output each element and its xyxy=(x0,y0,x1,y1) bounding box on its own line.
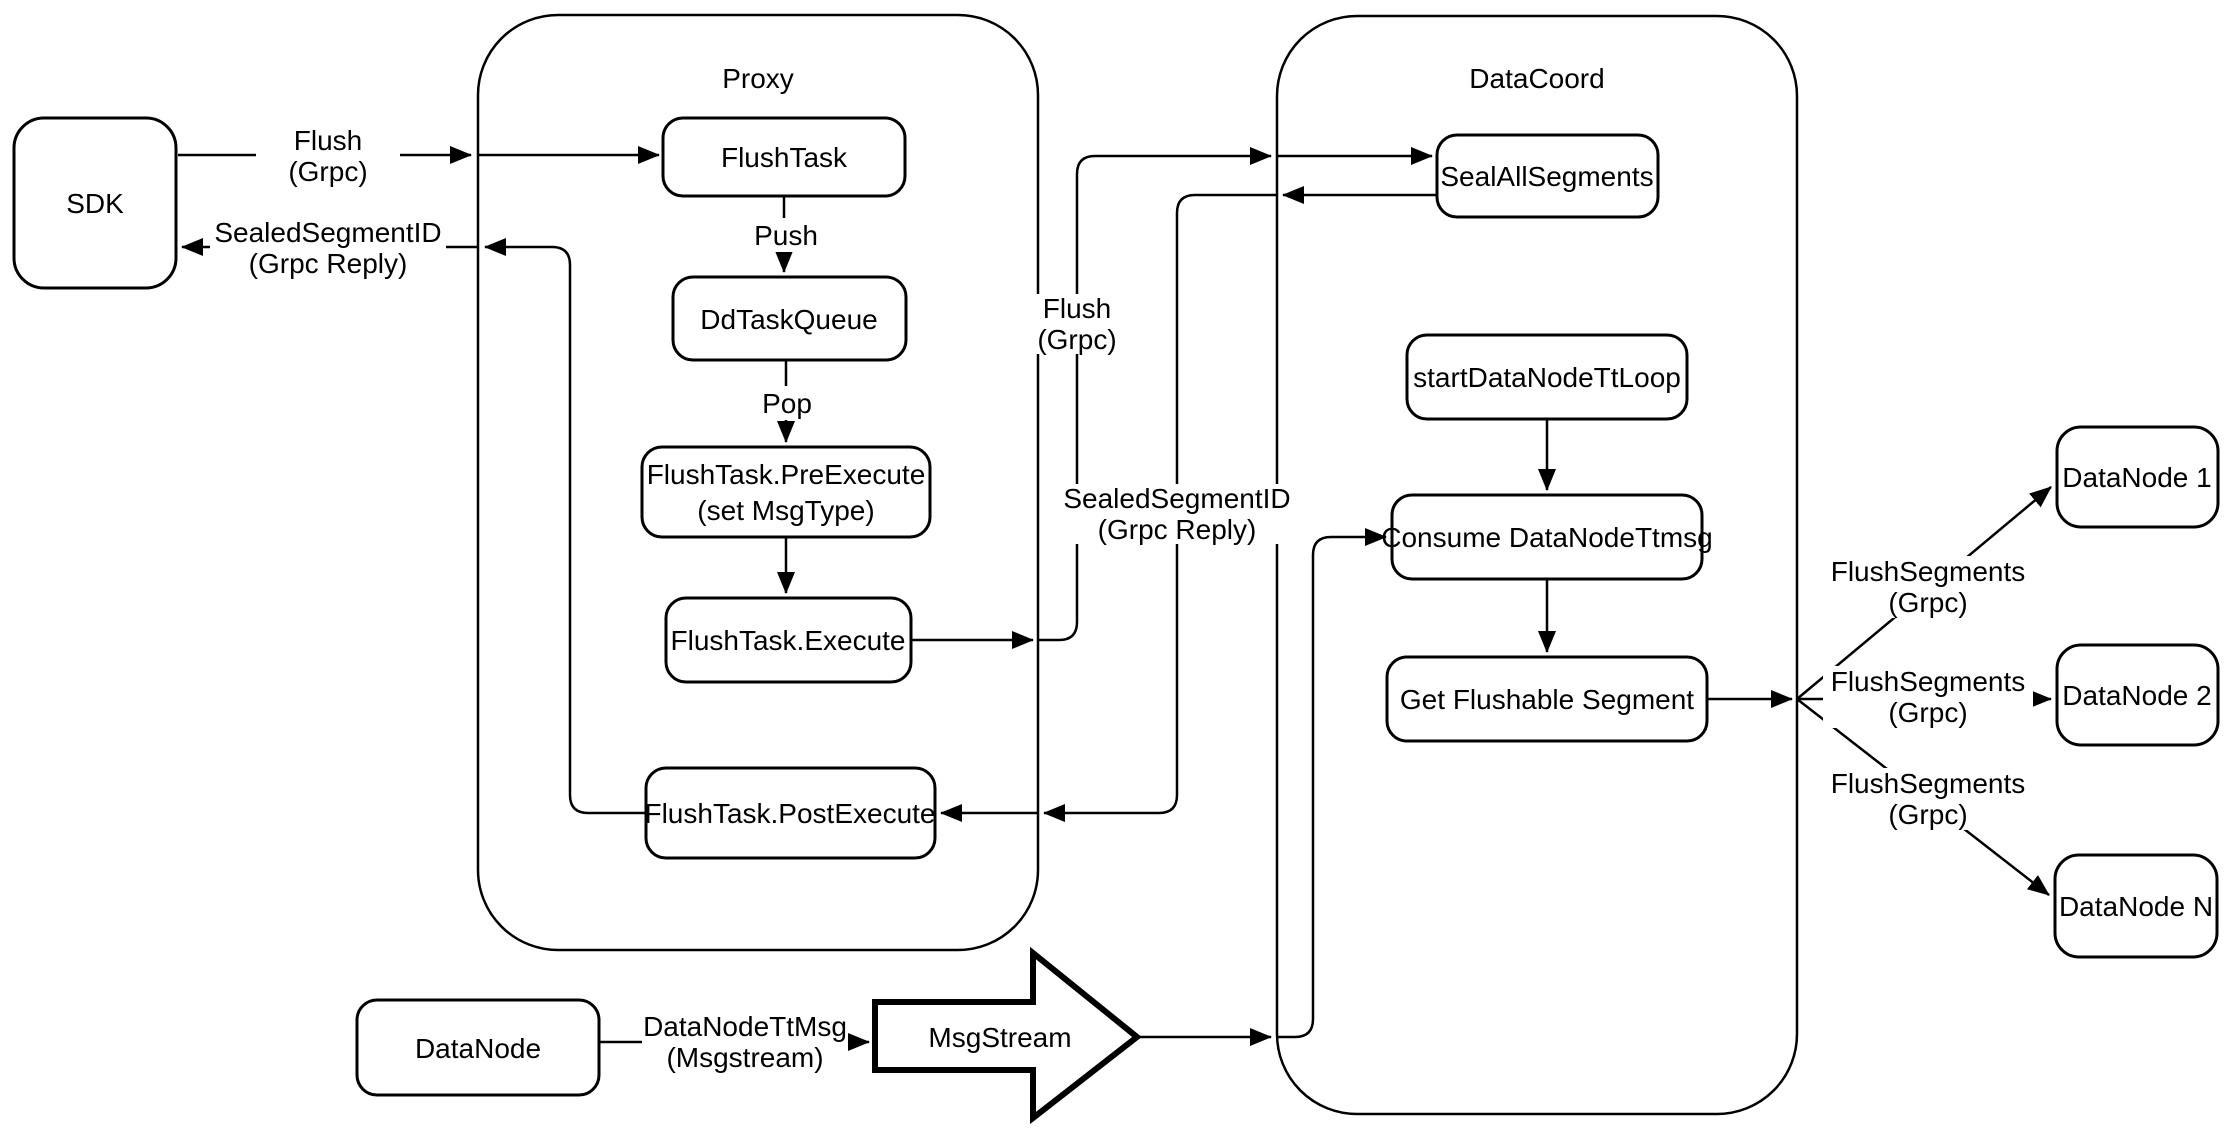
edge-label-line: Push xyxy=(754,220,818,251)
node-label: MsgStream xyxy=(928,1022,1071,1053)
node-label: FlushTask.PostExecute xyxy=(644,798,935,829)
node-label: SealAllSegments xyxy=(1440,161,1653,192)
edge-label-line: FlushSegments xyxy=(1831,768,2026,799)
node-label: (set MsgType) xyxy=(697,495,874,526)
edge-label-flush-grpc-sdk: Flush (Grpc) xyxy=(256,125,400,187)
edge-label-line: (Grpc) xyxy=(1888,697,1967,728)
block-arrow-icon xyxy=(872,946,1142,1125)
node-datanode: DataNode xyxy=(355,998,601,1097)
node-consume-datanodettmsg: Consume DataNodeTtmsg xyxy=(1381,493,1713,581)
node-label: Get Flushable Segment xyxy=(1400,684,1694,715)
proxy-title: Proxy xyxy=(722,63,794,94)
label-background xyxy=(256,126,400,186)
proxy-boundary xyxy=(476,13,1040,952)
label-background xyxy=(1823,556,2033,618)
node-box xyxy=(2053,853,2219,959)
node-label: Consume DataNodeTtmsg xyxy=(1381,522,1712,553)
node-label: DataNode 2 xyxy=(2062,680,2211,711)
edge-label-line: (Msgstream) xyxy=(666,1042,823,1073)
node-box xyxy=(664,596,913,684)
edge-msgstream-to-consume xyxy=(1140,528,1387,1046)
container-proxy: Proxy xyxy=(476,13,1040,952)
edge-label-line: (Grpc) xyxy=(1888,799,1967,830)
node-box xyxy=(2055,425,2220,529)
node-label: FlushTask.PreExecute xyxy=(647,459,926,490)
edge-label-line: Pop xyxy=(762,388,812,419)
node-datanode-2: DataNode 2 xyxy=(2055,643,2220,747)
node-box xyxy=(1390,493,1704,581)
node-box xyxy=(355,998,601,1097)
edge-label-datanodettmsg: DataNodeTtMsg (Msgstream) xyxy=(642,1011,848,1073)
node-get-flushable-segment: Get Flushable Segment xyxy=(1385,655,1709,743)
node-label: FlushTask xyxy=(721,142,848,173)
node-box xyxy=(1385,655,1709,743)
node-box xyxy=(640,445,932,539)
node-box xyxy=(1405,333,1689,421)
edge-label-line: (Grpc Reply) xyxy=(1098,514,1257,545)
node-sealallsegments: SealAllSegments xyxy=(1435,133,1660,219)
node-label: startDataNodeTtLoop xyxy=(1413,362,1681,393)
label-background xyxy=(1059,484,1295,544)
edge-label-push: Push xyxy=(746,218,824,252)
label-background xyxy=(1823,768,2033,830)
node-box xyxy=(671,275,908,362)
node-datanode-n: DataNode N xyxy=(2053,853,2219,959)
edge-label-line: (Grpc) xyxy=(1037,324,1116,355)
edge-line xyxy=(1038,147,1272,642)
node-box xyxy=(2055,643,2220,747)
node-startdatanodettloop: startDataNodeTtLoop xyxy=(1405,333,1689,421)
edge-label-pop: Pop xyxy=(752,386,822,420)
edge-label-line: DataNodeTtMsg xyxy=(643,1011,847,1042)
node-box xyxy=(1435,133,1660,219)
edge-label-line: FlushSegments xyxy=(1831,666,2026,697)
label-background xyxy=(210,218,446,278)
edge-label-line: (Grpc) xyxy=(288,156,367,187)
node-msgstream: MsgStream xyxy=(872,946,1142,1125)
edge-label-flushsegments-1: FlushSegments (Grpc) xyxy=(1823,556,2033,618)
node-flushtask-postexecute: FlushTask.PostExecute xyxy=(644,766,937,860)
node-box xyxy=(644,766,937,860)
label-background xyxy=(746,218,824,252)
edge-line xyxy=(484,238,646,815)
node-box xyxy=(12,116,178,290)
container-datacoord: DataCoord xyxy=(1275,14,1799,1116)
edge-label-line: (Grpc) xyxy=(1888,587,1967,618)
node-datanode-1: DataNode 1 xyxy=(2055,425,2220,529)
node-box xyxy=(661,116,907,198)
edge-execute-to-sealallsegments xyxy=(911,147,1433,649)
node-flushtask-execute: FlushTask.Execute xyxy=(664,596,913,684)
node-label: SDK xyxy=(66,188,124,219)
edge-label-line: Flush xyxy=(1043,293,1111,324)
node-label: FlushTask.Execute xyxy=(671,625,906,656)
edge-postexecute-to-sdk-reply xyxy=(181,238,646,815)
edge-label-line: SealedSegmentID xyxy=(1063,483,1290,514)
edge-label-sealedsegmentid-sdk: SealedSegmentID (Grpc Reply) xyxy=(210,217,446,279)
datacoord-boundary xyxy=(1275,14,1799,1116)
node-label: DataNode 1 xyxy=(2062,462,2211,493)
edge-label-flushsegments-3: FlushSegments (Grpc) xyxy=(1823,768,2033,830)
edge-label-line: Flush xyxy=(294,125,362,156)
node-ddtaskqueue: DdTaskQueue xyxy=(671,275,908,362)
edge-label-line: FlushSegments xyxy=(1831,556,2026,587)
node-sdk: SDK xyxy=(12,116,178,290)
edge-label-sealedsegmentid-datacoord: SealedSegmentID (Grpc Reply) xyxy=(1059,483,1295,545)
edge-label-line: SealedSegmentID xyxy=(214,217,441,248)
label-background xyxy=(1005,294,1149,354)
label-background xyxy=(1823,666,2033,728)
edge-label-flushsegments-2: FlushSegments (Grpc) xyxy=(1823,666,2033,728)
label-background xyxy=(752,386,822,420)
edge-label-flush-grpc-datacoord: Flush (Grpc) xyxy=(1005,293,1149,355)
node-flushtask: FlushTask xyxy=(661,116,907,198)
node-flushtask-preexecute: FlushTask.PreExecute (set MsgType) xyxy=(640,445,932,539)
node-label: DataNode xyxy=(415,1033,541,1064)
edge-label-line: (Grpc Reply) xyxy=(249,248,408,279)
node-label: DataNode N xyxy=(2059,891,2213,922)
edge-line xyxy=(1277,528,1387,1039)
label-background xyxy=(642,1012,848,1072)
datacoord-title: DataCoord xyxy=(1469,63,1604,94)
node-label: DdTaskQueue xyxy=(700,304,877,335)
